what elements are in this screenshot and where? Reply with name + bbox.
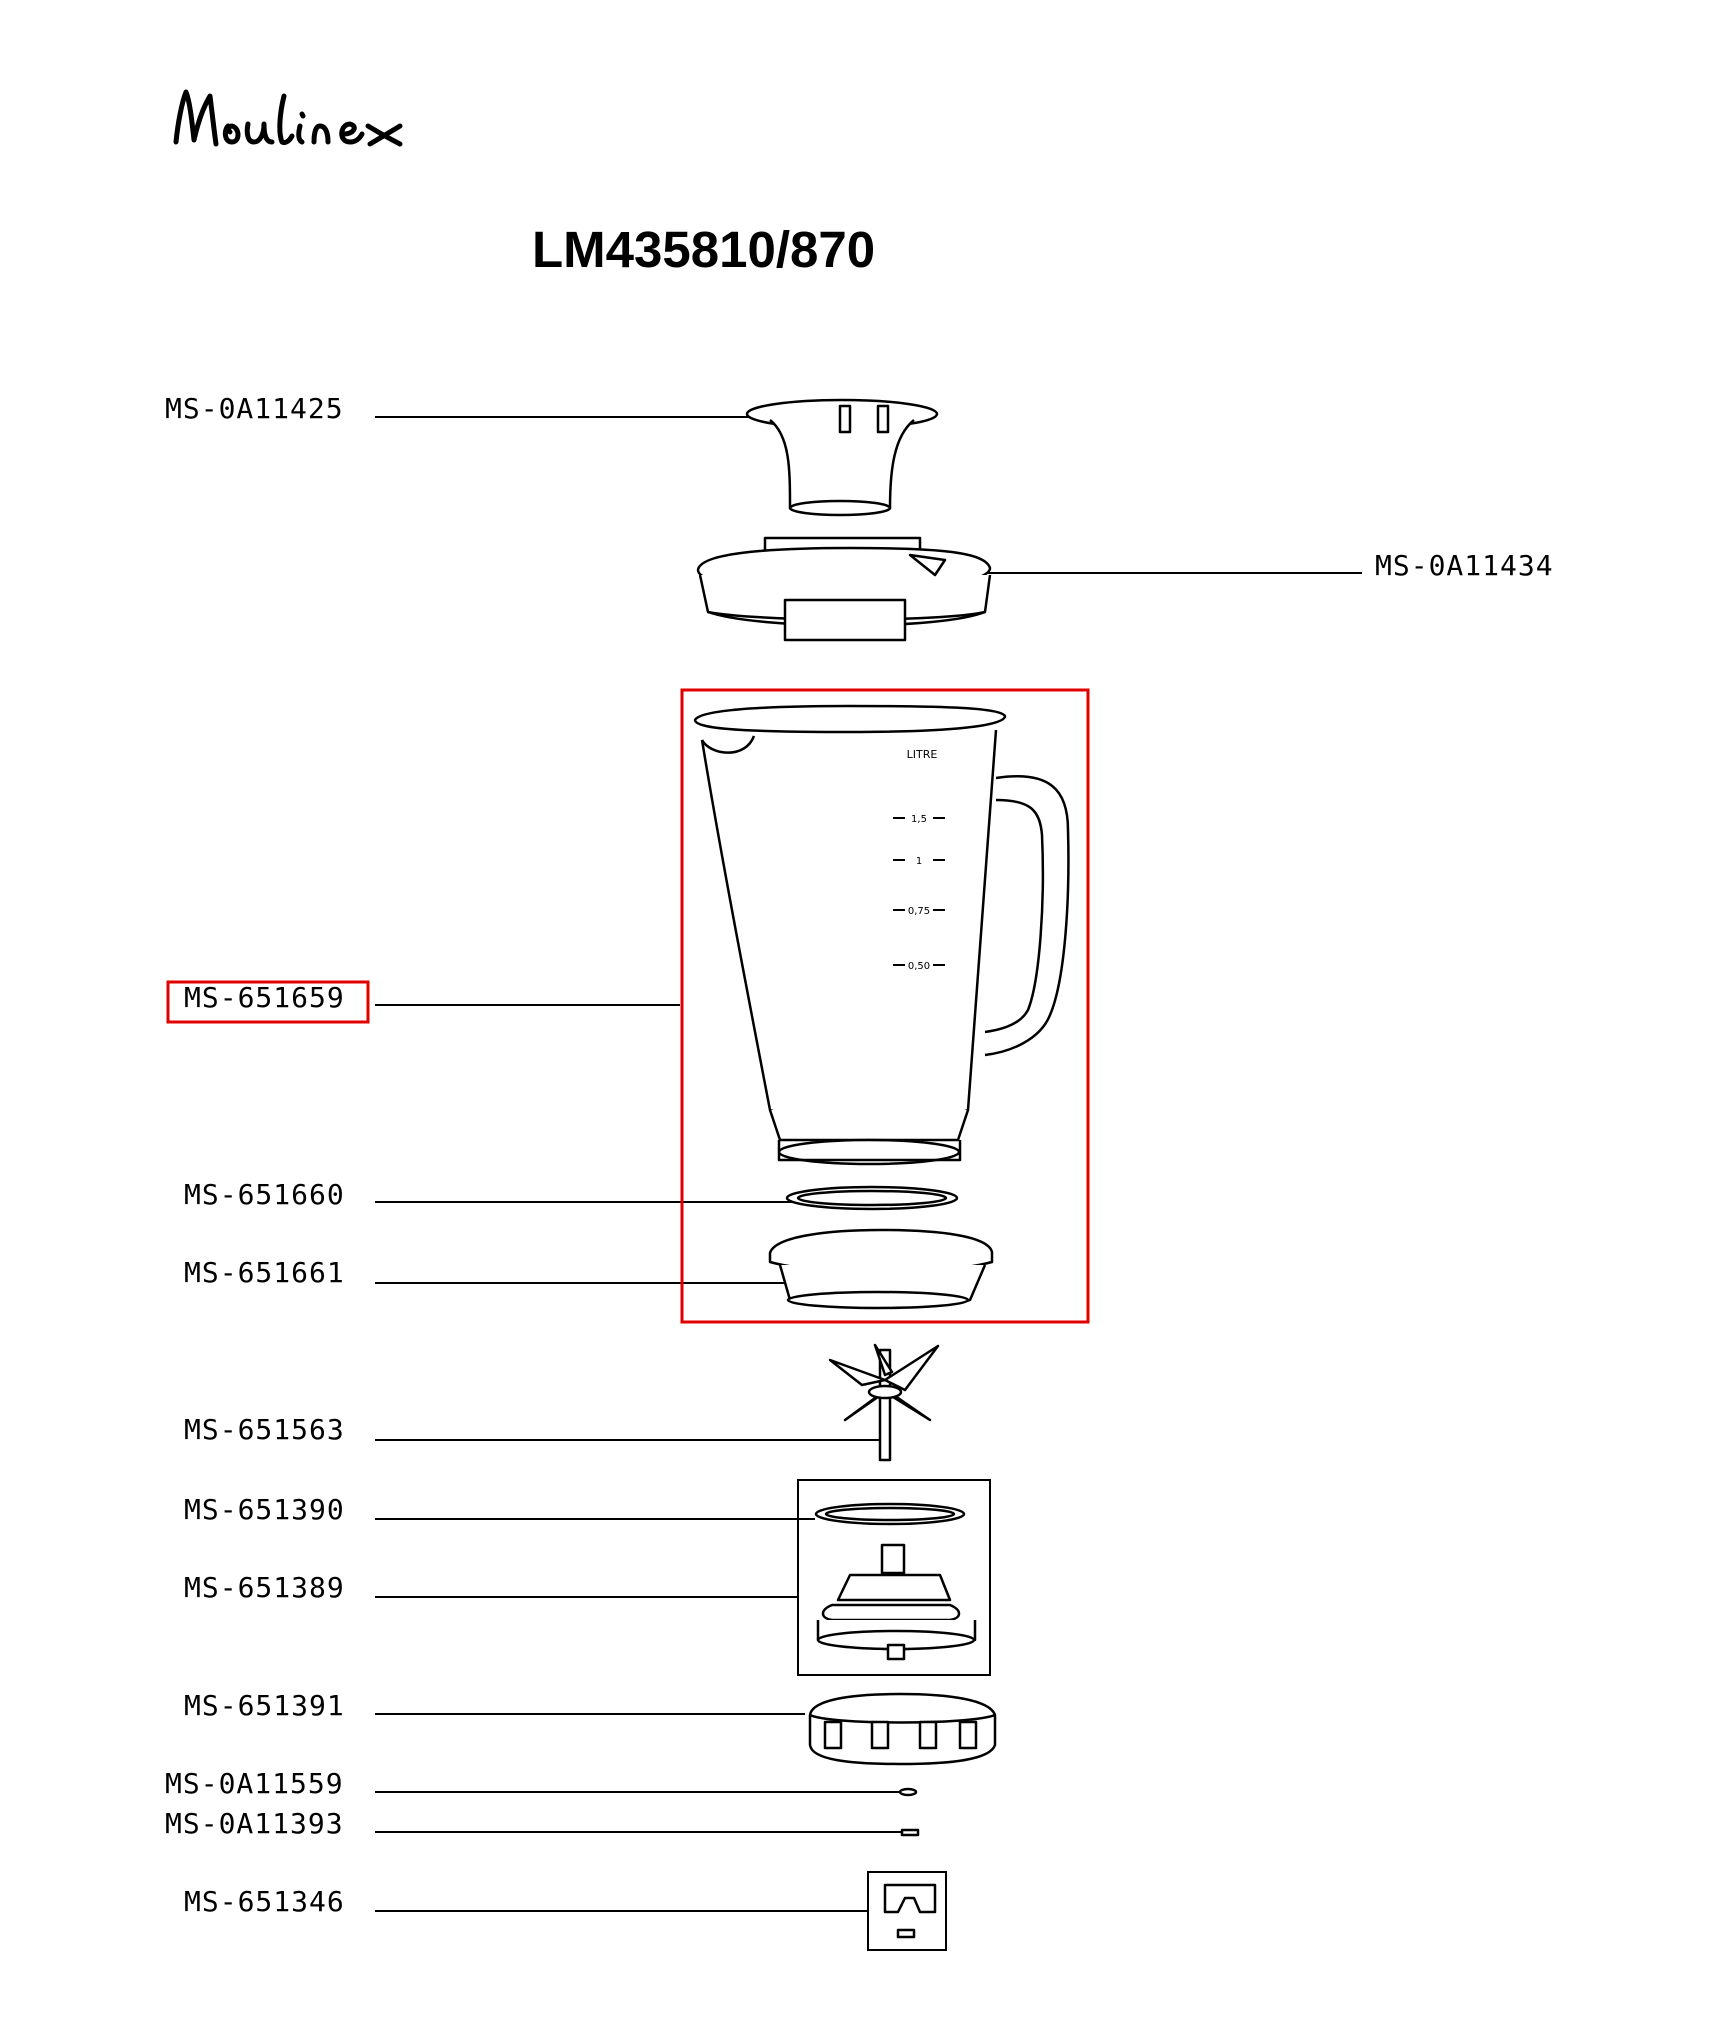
lid-drawing [696,536,992,642]
jug-scale-4: 0,50 [908,961,930,972]
part-label-lid-cap[interactable]: MS-0A11425 [165,392,344,425]
jug-drawing [693,704,1070,1166]
part-label-coupler[interactable]: MS-651346 [184,1885,345,1918]
jug-scale-3: 0,75 [908,906,930,917]
part-label-small-part-2[interactable]: MS-0A11393 [165,1807,344,1840]
lid-cap-drawing [745,398,939,517]
part-label-locking-ring[interactable]: MS-651391 [184,1689,345,1722]
part-label-blade-seal[interactable]: MS-651390 [184,1493,345,1526]
part-label-lid[interactable]: MS-0A11434 [1375,549,1554,582]
blade-drawing [828,1343,940,1462]
jug-label-highlight-box [166,980,370,1024]
jug-scale-1: 1,5 [911,814,927,825]
part-label-jug[interactable]: MS-651659 [184,981,345,1014]
part-label-small-part-1[interactable]: MS-0A11559 [165,1767,344,1800]
jug-seal-drawing [785,1185,959,1211]
part-label-blade[interactable]: MS-651563 [184,1413,345,1446]
small-part-2-drawing [900,1828,920,1837]
blade-seal-drawing [814,1502,966,1526]
jug-scale-2: 1 [916,856,922,867]
coupler-drawing [883,1883,937,1939]
part-label-jug-base[interactable]: MS-651661 [184,1256,345,1289]
coupler-group-box [867,1871,947,1951]
blade-support-group-box [797,1479,991,1676]
part-label-jug-seal[interactable]: MS-651660 [184,1178,345,1211]
blade-support-drawing [816,1543,977,1661]
moulinex-logo [173,89,403,147]
part-label-blade-support[interactable]: MS-651389 [184,1571,345,1604]
jug-capacity-mark: LITRE [907,748,938,761]
model-title: LM435810/870 [532,221,876,278]
locking-ring-drawing [808,1692,997,1766]
small-part-1-drawing [898,1787,918,1797]
jug-base-drawing [768,1228,994,1310]
jug-assembly-highlight-box [680,688,1090,1324]
